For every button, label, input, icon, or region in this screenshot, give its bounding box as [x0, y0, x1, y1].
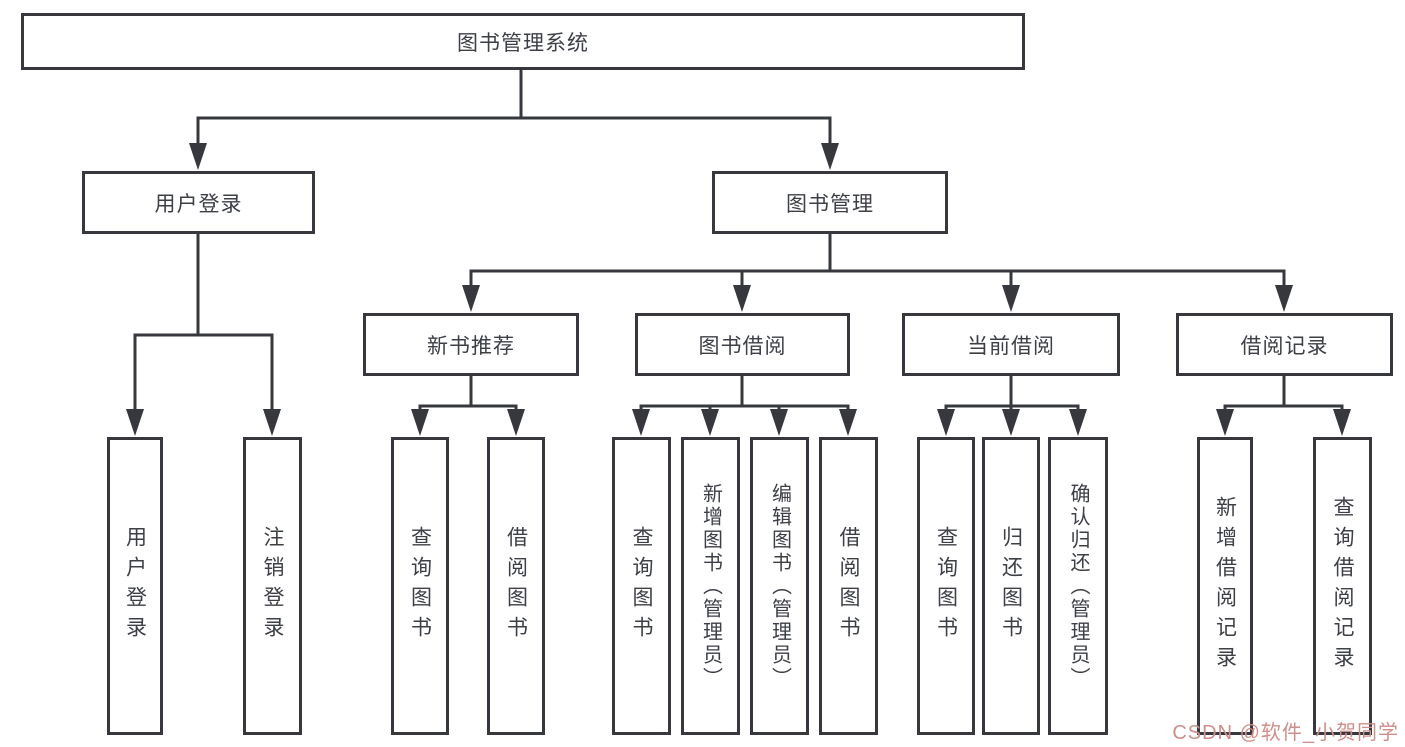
node-book-borrow: 图书借阅	[635, 313, 850, 376]
leaf-add-borrow-record: 新增借阅记录	[1197, 437, 1253, 735]
node-user-login-label: 用户登录	[154, 192, 243, 216]
leaf-logout: 注销登录	[243, 437, 302, 735]
leaf-return-book-label: 归还图书	[999, 526, 1023, 646]
leaf-borrow-books: 借阅图书	[819, 437, 878, 735]
leaf-add-borrow-record-label: 新增借阅记录	[1213, 496, 1237, 676]
node-book-management: 图书管理	[712, 171, 948, 234]
node-library-system: 图书管理系统	[21, 13, 1025, 70]
csdn-watermark: CSDN @软件_小贺同学	[1172, 722, 1399, 744]
leaf-query-books-current-label: 查询图书	[934, 526, 958, 646]
leaf-edit-book-admin: 编辑图书（管理员）	[750, 437, 809, 735]
leaf-query-books-borrow-label: 查询图书	[630, 526, 653, 646]
leaf-query-books-recommend-label: 查询图书	[408, 526, 432, 646]
node-book-borrow-label: 图书借阅	[698, 334, 787, 358]
leaf-add-book-admin-label: 新增图书（管理员）	[699, 482, 722, 690]
leaf-user-login-label: 用户登录	[123, 526, 147, 646]
leaf-query-borrow-record-label: 查询借阅记录	[1331, 496, 1354, 676]
leaf-edit-book-admin-label: 编辑图书（管理员）	[768, 482, 791, 690]
leaf-borrow-books-recommend-label: 借阅图书	[504, 526, 528, 646]
leaf-query-books-recommend: 查询图书	[391, 437, 449, 735]
leaf-query-books-current: 查询图书	[917, 437, 975, 735]
node-borrow-records: 借阅记录	[1176, 313, 1393, 376]
leaf-query-books-borrow: 查询图书	[612, 437, 671, 735]
node-borrow-records-label: 借阅记录	[1240, 334, 1329, 358]
node-library-system-label: 图书管理系统	[457, 31, 589, 55]
node-current-borrow: 当前借阅	[902, 313, 1120, 376]
leaf-add-book-admin: 新增图书（管理员）	[681, 437, 740, 735]
leaf-logout-label: 注销登录	[261, 526, 284, 646]
node-current-borrow-label: 当前借阅	[967, 334, 1055, 358]
node-new-book-recommend: 新书推荐	[363, 313, 579, 376]
node-new-book-recommend-label: 新书推荐	[427, 334, 515, 358]
node-book-management-label: 图书管理	[786, 192, 874, 216]
leaf-borrow-books-recommend: 借阅图书	[487, 437, 545, 735]
node-user-login: 用户登录	[82, 171, 315, 234]
leaf-return-book: 归还图书	[982, 437, 1040, 735]
leaf-confirm-return-admin-label: 确认归还（管理员）	[1067, 482, 1089, 690]
leaf-borrow-books-label: 借阅图书	[837, 526, 860, 646]
leaf-confirm-return-admin: 确认归还（管理员）	[1048, 437, 1108, 735]
leaf-user-login: 用户登录	[107, 437, 163, 735]
leaf-query-borrow-record: 查询借阅记录	[1313, 437, 1372, 735]
